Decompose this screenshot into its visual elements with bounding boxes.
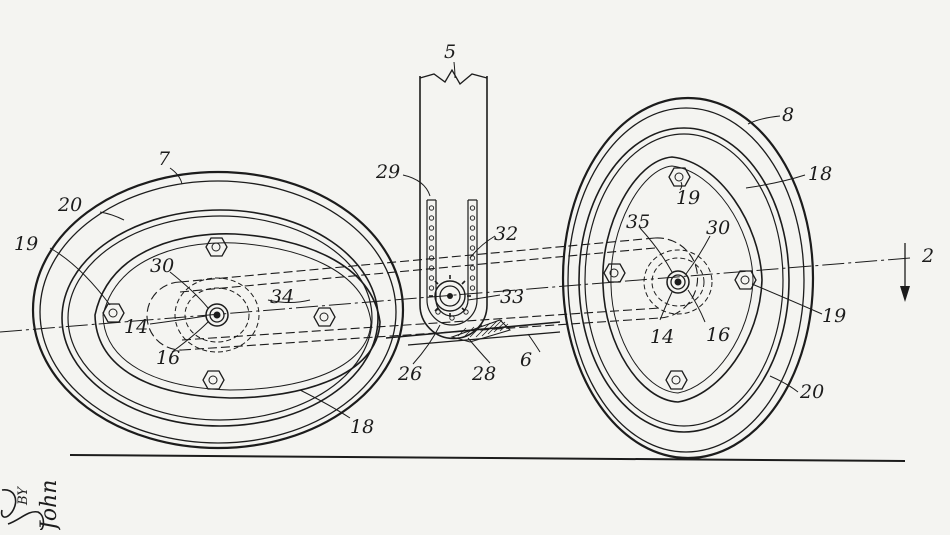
bolt	[313, 307, 336, 327]
label-6: 6	[520, 349, 532, 371]
bolt	[202, 370, 225, 390]
label-29: 29	[375, 161, 400, 183]
label-16-left: 16	[156, 347, 180, 369]
bolt	[665, 370, 688, 390]
left-wheel	[31, 170, 405, 450]
label-14-left: 14	[124, 316, 148, 338]
signature-name: John	[37, 480, 62, 530]
signature-fragment: BY John	[0, 480, 62, 534]
label-18-right: 18	[808, 163, 832, 185]
chain-rollers	[428, 205, 476, 321]
leader-lines	[49, 61, 823, 419]
bolt	[668, 167, 691, 187]
label-19-left: 19	[14, 233, 38, 255]
axis-line	[0, 257, 911, 333]
label-19-right: 19	[822, 305, 846, 327]
label-5: 5	[444, 41, 456, 63]
label-16-right: 16	[706, 324, 730, 346]
bolt	[102, 303, 125, 323]
drive-chain	[146, 237, 699, 351]
bracket-hatching	[450, 319, 511, 343]
bolt	[205, 237, 228, 257]
label-20-right: 20	[799, 381, 824, 403]
label-8: 8	[782, 104, 794, 126]
label-33: 33	[500, 286, 524, 308]
left-wheel-hub	[174, 277, 260, 353]
label-20-left: 20	[57, 194, 82, 216]
right-wheel-hub	[643, 249, 713, 315]
label-32: 32	[494, 223, 518, 245]
section-arrow-head	[900, 286, 910, 302]
label-34: 34	[270, 286, 294, 308]
label-7: 7	[158, 148, 171, 170]
left-wheel-bolts	[102, 237, 336, 390]
right-wheel	[561, 96, 815, 460]
fork-leg	[419, 68, 488, 340]
label-30-left: 30	[150, 255, 174, 277]
label-14-right: 14	[650, 326, 674, 348]
bolt	[603, 263, 626, 283]
ground-line	[69, 454, 906, 462]
label-30-right: 30	[706, 217, 730, 239]
label-2: 2	[921, 245, 934, 267]
label-18-left: 18	[350, 416, 374, 438]
label-26: 26	[397, 363, 422, 385]
label-19-right-top: 19	[676, 187, 700, 209]
label-35: 35	[626, 211, 650, 233]
signature-by: BY	[16, 486, 31, 506]
reference-numerals: 5 8 7 29 18 20 19 35 30 32 2 19 30 33 34…	[14, 41, 934, 438]
label-28: 28	[471, 363, 496, 385]
drive-sprocket	[429, 275, 471, 317]
